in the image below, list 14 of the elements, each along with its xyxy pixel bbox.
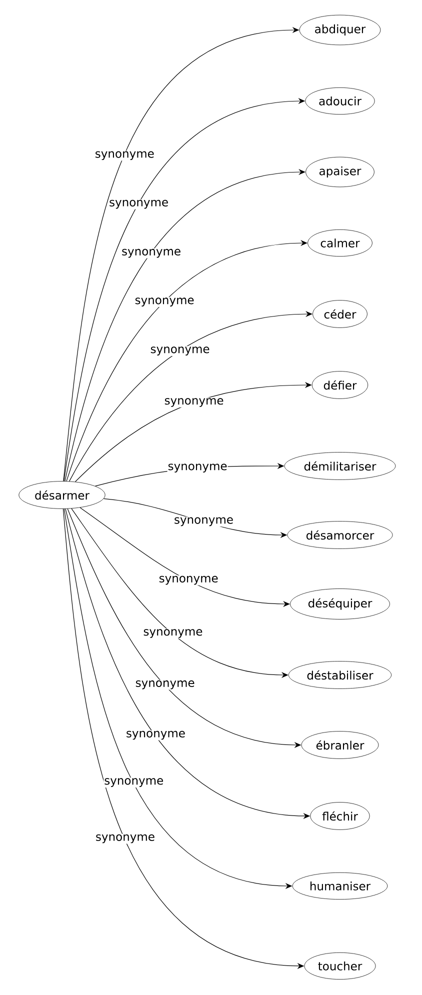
edge-label: synonyme [142,628,204,638]
edge-label: synonyme [104,778,164,788]
edge-label: synonyme [125,730,186,740]
edge-label: synonyme [167,463,228,474]
edge-label: synonyme [150,346,210,356]
edge-label: synonyme [108,199,170,210]
edge-label: synonyme [134,297,195,307]
edge-label: synonyme [158,575,219,586]
edge-label: synonyme [164,398,224,408]
edge-label: synonyme [134,680,196,690]
edge-label: synonyme [121,248,182,258]
edge-label: synonyme [173,516,234,527]
edge-label: synonyme [94,834,156,844]
edge-label: synonyme [94,150,155,161]
